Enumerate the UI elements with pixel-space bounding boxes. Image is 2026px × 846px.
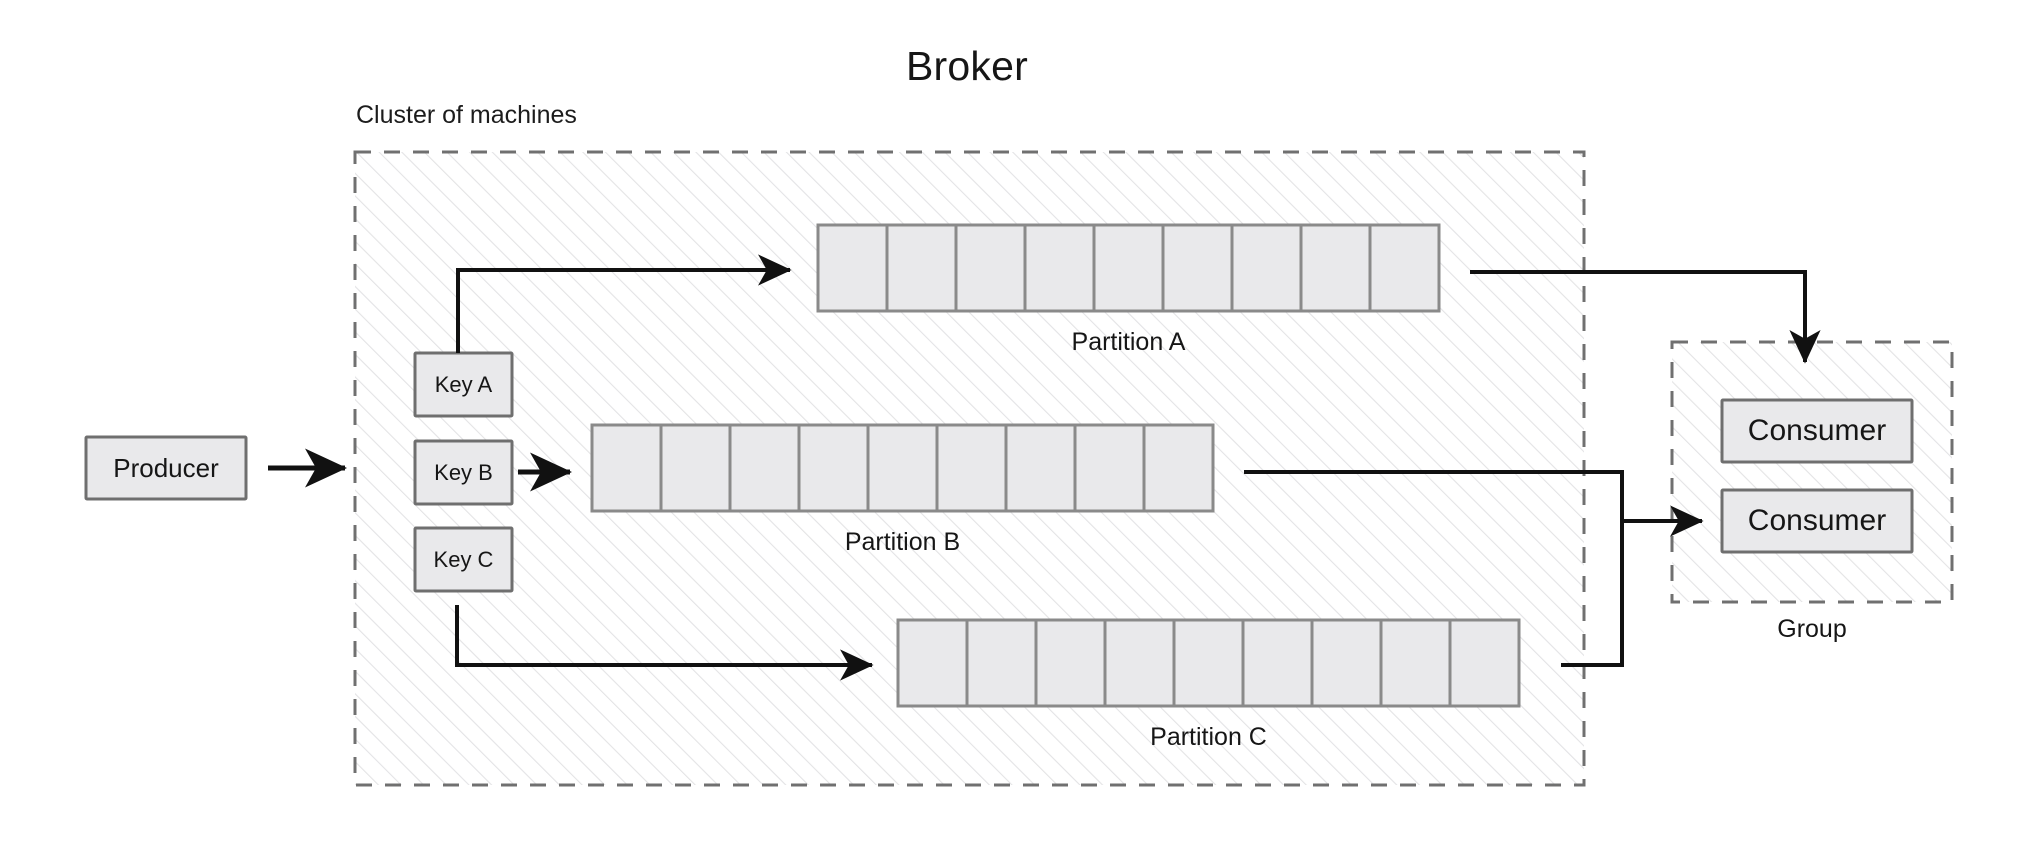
partition-a-cell[interactable] [1092,223,1165,313]
partition-b-cell[interactable] [1004,423,1077,513]
partition-c-label: Partition C [1150,722,1267,751]
partition-c-cell[interactable] [1103,618,1176,708]
partition-c-cells [896,618,1521,708]
producer-label: Producer [113,452,219,483]
consumer-2-box[interactable] [1720,488,1914,554]
edge-partition-b-to-consumer-2 [1244,470,1624,521]
partition-a-label: Partition A [1071,327,1186,356]
key-c-label: Key C [433,546,494,572]
partition-b-cells [590,423,1215,513]
partition-c-cell[interactable] [1172,618,1245,708]
consumer-2-label: Consumer [1747,504,1887,537]
partition-a-cell[interactable] [885,223,958,313]
partition-c-cell[interactable] [1310,618,1383,708]
cluster-label: Cluster of machines [356,101,577,129]
producer-box[interactable] [84,435,248,501]
partition-c-cell[interactable] [896,618,969,708]
page-title: Broker [906,43,1028,89]
partition-a-cell[interactable] [1299,223,1372,313]
partition-b-cell[interactable] [797,423,870,513]
partition-b-label: Partition B [844,527,961,556]
group-container [1670,340,1954,604]
partition-b-cell[interactable] [590,423,663,513]
partition-a-cell[interactable] [1023,223,1096,313]
key-a-box[interactable] [413,351,514,418]
partition-a-cell[interactable] [1230,223,1303,313]
partition-c-cell[interactable] [965,618,1038,708]
partition-c-cell[interactable] [1379,618,1452,708]
edge-partition-c-to-consumer-2 [1561,521,1624,667]
partition-a-cell[interactable] [816,223,889,313]
partition-b-cell[interactable] [1142,423,1215,513]
key-a-label: Key A [434,371,493,397]
partition-a-cell[interactable] [1368,223,1441,313]
group-label: Group [1777,614,1847,643]
partition-c-cell[interactable] [1034,618,1107,708]
partition-b-cell[interactable] [728,423,801,513]
consumer-1-box[interactable] [1720,398,1914,464]
edge-partition-a-to-consumer-1 [1470,270,1821,364]
partition-c-cell[interactable] [1448,618,1521,708]
key-b-label: Key B [434,459,493,485]
partition-b-cell[interactable] [1073,423,1146,513]
partition-a-cells [816,223,1441,313]
partition-a-cell[interactable] [954,223,1027,313]
partition-b-cell[interactable] [866,423,939,513]
partition-a-cell[interactable] [1161,223,1234,313]
key-c-box[interactable] [413,526,514,593]
edge-key-c-to-partition-c [455,605,874,681]
partition-b-cell[interactable] [659,423,732,513]
consumer-1-label: Consumer [1747,414,1887,447]
partition-b-cell[interactable] [935,423,1008,513]
key-b-box[interactable] [413,439,514,506]
edge-key-a-to-partition-a [456,254,792,353]
partition-c-cell[interactable] [1241,618,1314,708]
